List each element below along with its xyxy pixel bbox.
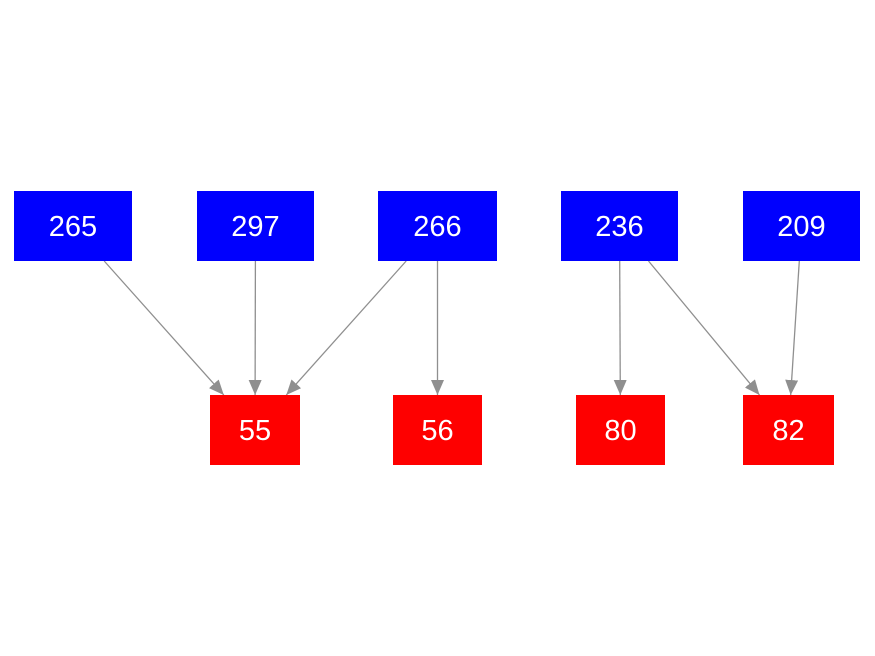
graph-node-56: 56 <box>393 395 482 465</box>
node-label: 265 <box>48 210 98 243</box>
node-label: 82 <box>772 414 805 447</box>
node-label: 80 <box>604 414 637 447</box>
edge-236-to-80 <box>613 260 627 396</box>
graph-node-209: 209 <box>743 191 860 261</box>
graph-node-236: 236 <box>561 191 678 261</box>
node-label: 297 <box>231 210 280 243</box>
node-label: 55 <box>238 414 272 447</box>
edge-236-to-82 <box>647 260 761 396</box>
node-label: 209 <box>777 210 826 243</box>
graph-node-55: 55 <box>210 395 300 465</box>
graph-node-297: 297 <box>197 191 314 261</box>
graph-node-80: 80 <box>576 395 665 465</box>
node-label: 266 <box>413 210 462 243</box>
node-label: 236 <box>595 210 644 243</box>
graph-node-265: 265 <box>14 191 132 261</box>
edge-265-to-55 <box>103 260 225 396</box>
graph-node-266: 266 <box>378 191 497 261</box>
edge-group <box>103 260 800 396</box>
edge-209-to-82 <box>785 260 800 396</box>
edge-266-to-55 <box>285 260 407 396</box>
graph-node-82: 82 <box>743 395 834 465</box>
node-label: 56 <box>421 414 454 447</box>
